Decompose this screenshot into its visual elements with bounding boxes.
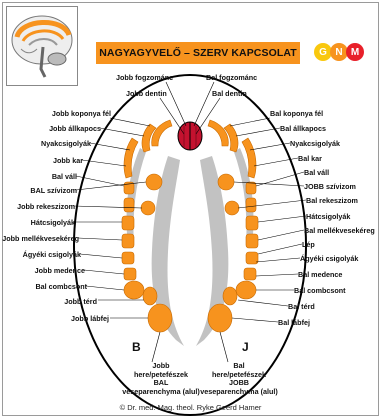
left-label-6: BAL szívizom: [30, 186, 77, 195]
left-label-14: Jobb lábfej: [71, 314, 109, 323]
left-label-12: Bal combcsont: [35, 282, 87, 291]
side-letter-b: B: [132, 340, 141, 354]
left-label-13: Jobb térd: [64, 297, 97, 306]
bottom-left-caption: Jobb here/petefészek BAL veseparenchyma …: [118, 362, 204, 396]
right-label-9: Bal mellékvesekéreg: [304, 226, 375, 235]
left-label-10: Ágyéki csigolyák: [23, 250, 81, 259]
right-label-2: Bal állkapocs: [280, 124, 326, 133]
right-label-8: Hátcsigolyák: [306, 212, 350, 221]
right-label-3: Nyakcsigolyák: [290, 139, 340, 148]
side-letter-j: J: [242, 340, 249, 354]
right-label-12: Bal medence: [298, 270, 342, 279]
label-bal-fogzomanc: Bal fogzománc: [206, 73, 257, 82]
left-label-7: Jobb rekeszizom: [17, 202, 75, 211]
right-label-6: JOBB szívizom: [304, 182, 356, 191]
label-jobb-fogzomanc: Jobb fogzománc: [116, 73, 173, 82]
right-label-15: Bal lábfej: [278, 318, 310, 327]
left-label-8: Hátcsigolyák: [31, 218, 75, 227]
left-label-2: Jobb állkapocs: [49, 124, 101, 133]
bottom-right-caption: Bal here/petefészek JOBB veseparenchyma …: [196, 362, 282, 396]
left-label-9: Jobb mellékvesekéreg: [2, 234, 79, 243]
left-label-11: Jobb medence: [35, 266, 85, 275]
left-label-3: Nyakcsigolyák: [41, 139, 91, 148]
left-label-5: Bal váll: [52, 172, 77, 181]
right-label-14: Bal térd: [288, 302, 315, 311]
label-jobb-dentin: Jobb dentin: [126, 89, 167, 98]
copyright-footer: © Dr. med. Mag. theol. Ryke Geerd Hamer: [0, 403, 381, 412]
right-label-11: Ágyéki csigolyák: [300, 254, 358, 263]
right-label-5: Bal váll: [304, 168, 329, 177]
right-label-7: Bal rekeszizom: [306, 196, 358, 205]
left-label-1: Jobb koponya fél: [52, 109, 111, 118]
left-label-4: Jobb kar: [53, 156, 83, 165]
right-label-13: Bal combcsont: [294, 286, 346, 295]
label-bal-dentin: Bal dentin: [212, 89, 247, 98]
right-label-4: Bal kar: [298, 154, 322, 163]
right-label-10: Lép: [302, 240, 315, 249]
right-label-1: Bal koponya fél: [270, 109, 323, 118]
